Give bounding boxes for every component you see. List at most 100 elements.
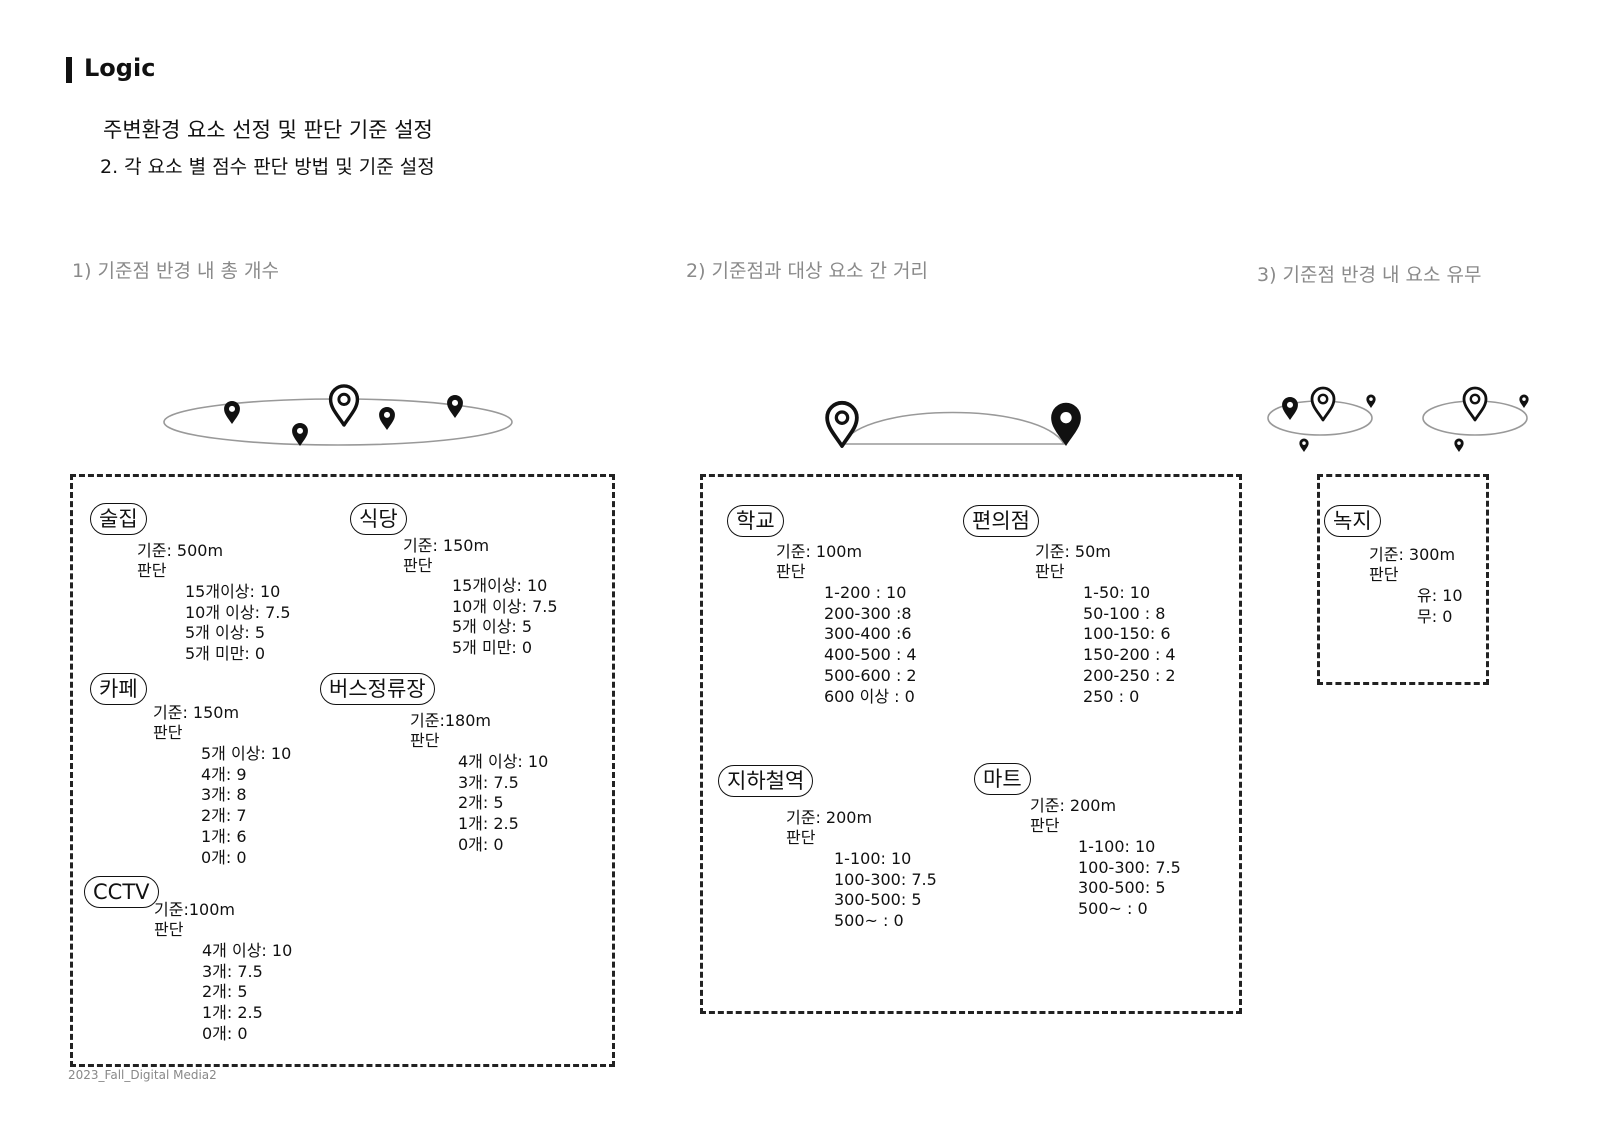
- rule-item: 3개: 8: [201, 785, 247, 805]
- rule-item: 3개: 7.5: [458, 772, 519, 792]
- group-box-count: [70, 474, 615, 1067]
- element-tag-mart: 마트: [974, 763, 1031, 795]
- rule-item: 5개 미만: 0: [452, 638, 533, 658]
- rule-item: 15개이상: 10: [185, 582, 281, 601]
- rule-list: 5개 이상: 10 4개: 9 3개: 8 2개: 7 1개: 6 0개: 0: [201, 744, 291, 868]
- location-pin-icon: [1462, 386, 1488, 422]
- rule-list: 15개이상: 10 10개 이상: 7.5 5개 이상: 5 5개 미만: 0: [452, 576, 558, 659]
- rule-item: 500~ : 0: [834, 911, 904, 931]
- element-tag-school: 학교: [727, 505, 784, 537]
- rule-item: 100-300: 7.5: [1078, 857, 1181, 877]
- rule-item: 0개: 0: [458, 834, 504, 854]
- rule-list: 1-50: 10 50-100 : 8 100-150: 6 150-200 :…: [1083, 583, 1176, 707]
- rule-item: 1개: 6: [201, 826, 247, 846]
- judge-label: 판단: [403, 556, 433, 575]
- location-pin-icon: [1366, 394, 1376, 408]
- rule-item: 1-200 : 10: [824, 583, 907, 602]
- criteria-text: 기준: 150m: [153, 703, 240, 722]
- criteria-text: 기준: 100m: [776, 542, 863, 561]
- rule-item: 5개 미만: 0: [185, 644, 266, 664]
- rule-item: 50-100 : 8: [1083, 603, 1166, 623]
- judge-label: 판단: [1369, 565, 1399, 584]
- rule-item: 500-600 : 2: [824, 665, 917, 685]
- rule-list: 4개 이상: 10 3개: 7.5 2개: 5 1개: 2.5 0개: 0: [458, 752, 548, 856]
- group-box-presence: [1317, 474, 1489, 685]
- page-title: Logic: [84, 54, 156, 82]
- location-pin-icon: [328, 384, 360, 427]
- rule-item: 1개: 2.5: [202, 1003, 263, 1023]
- rule-item: 1-100: 10: [834, 849, 912, 868]
- rule-item: 0개: 0: [201, 847, 247, 867]
- element-tag-bar: 술집: [90, 503, 147, 535]
- rule-item: 200-250 : 2: [1083, 665, 1176, 685]
- rule-item: 4개 이상: 10: [458, 752, 549, 771]
- judge-label: 판단: [153, 723, 183, 742]
- rule-item: 100-300: 7.5: [834, 869, 937, 889]
- rule-item: 2개: 7: [201, 806, 247, 826]
- element-tag-bus-stop: 버스정류장: [320, 673, 435, 705]
- rule-item: 1-100: 10: [1078, 837, 1156, 856]
- element-tag-restaurant: 식당: [350, 503, 407, 535]
- rule-item: 250 : 0: [1083, 686, 1140, 706]
- element-tag-cctv: CCTV: [84, 876, 159, 908]
- location-pin-icon: [1282, 396, 1298, 420]
- rule-item: 300-500: 5: [1078, 878, 1166, 898]
- location-pin-icon: [379, 406, 395, 430]
- location-pin-icon: [292, 422, 308, 446]
- title-accent-bar: [66, 57, 72, 83]
- rule-item: 무: 0: [1417, 606, 1453, 626]
- section-label-distance: 2) 기준점과 대상 요소 간 거리: [686, 260, 928, 282]
- criteria-text: 기준: 200m: [1030, 796, 1117, 815]
- rule-item: 10개 이상: 7.5: [185, 602, 291, 622]
- element-tag-subway-station: 지하철역: [718, 765, 814, 797]
- location-pin-icon: [1051, 402, 1081, 446]
- criteria-text: 기준: 500m: [137, 541, 224, 560]
- element-tag-convenience-store: 편의점: [963, 505, 1039, 537]
- rule-list: 4개 이상: 10 3개: 7.5 2개: 5 1개: 2.5 0개: 0: [202, 941, 292, 1045]
- rule-item: 1-50: 10: [1083, 583, 1151, 602]
- judge-label: 판단: [1035, 562, 1065, 581]
- rule-item: 400-500 : 4: [824, 645, 917, 665]
- location-pin-icon: [447, 394, 463, 418]
- rule-item: 100-150: 6: [1083, 624, 1171, 644]
- judge-label: 판단: [154, 920, 184, 939]
- judge-label: 판단: [410, 731, 440, 750]
- distance-arc: [840, 411, 1066, 445]
- rule-item: 3개: 7.5: [202, 961, 263, 981]
- rule-item: 150-200 : 4: [1083, 645, 1176, 665]
- element-tag-green-space: 녹지: [1324, 505, 1381, 537]
- rule-item: 5개 이상: 5: [452, 617, 533, 637]
- criteria-text: 기준:180m: [410, 711, 491, 730]
- rule-list: 1-100: 10 100-300: 7.5 300-500: 5 500~ :…: [1078, 837, 1181, 920]
- rule-item: 300-500: 5: [834, 890, 922, 910]
- criteria-text: 기준:100m: [154, 900, 235, 919]
- rule-item: 4개 이상: 10: [202, 941, 293, 960]
- judge-label: 판단: [786, 828, 816, 847]
- rule-item: 15개이상: 10: [452, 576, 548, 595]
- location-pin-icon: [1519, 394, 1529, 408]
- rule-item: 2개: 5: [202, 982, 248, 1002]
- rule-list: 1-200 : 10 200-300 :8 300-400 :6 400-500…: [824, 583, 917, 707]
- criteria-text: 기준: 150m: [403, 536, 490, 555]
- rule-item: 200-300 :8: [824, 603, 912, 623]
- criteria-text: 기준: 200m: [786, 808, 873, 827]
- rule-item: 300-400 :6: [824, 624, 912, 644]
- rule-item: 2개: 5: [458, 793, 504, 813]
- section-label-count: 1) 기준점 반경 내 총 개수: [72, 260, 280, 282]
- location-pin-icon: [1310, 386, 1336, 422]
- rule-item: 0개: 0: [202, 1023, 248, 1043]
- rule-item: 10개 이상: 7.5: [452, 596, 558, 616]
- judge-label: 판단: [137, 561, 167, 580]
- judge-label: 판단: [1030, 816, 1060, 835]
- rule-item: 유: 10: [1417, 586, 1463, 605]
- location-pin-icon: [224, 400, 240, 424]
- footer-text: 2023_Fall_Digital Media2: [68, 1068, 217, 1082]
- group-box-distance: [700, 474, 1242, 1014]
- rule-list: 15개이상: 10 10개 이상: 7.5 5개 이상: 5 5개 미만: 0: [185, 582, 291, 665]
- location-pin-icon: [1299, 438, 1309, 452]
- criteria-text: 기준: 300m: [1369, 545, 1456, 564]
- location-pin-icon: [825, 400, 859, 448]
- rule-item: 1개: 2.5: [458, 814, 519, 834]
- judge-label: 판단: [776, 562, 806, 581]
